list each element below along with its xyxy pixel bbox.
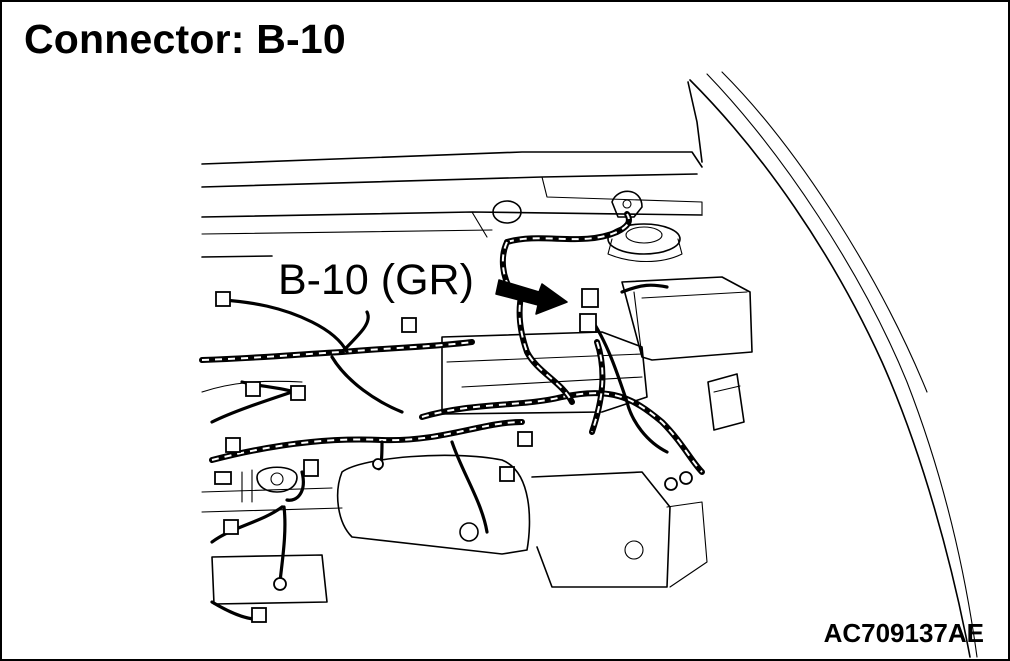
hood-outline <box>687 71 978 658</box>
ground-terminals <box>273 458 693 591</box>
connector-block-icon <box>215 291 231 307</box>
connector-block-icon <box>290 385 306 401</box>
connector-block-icon <box>303 459 319 477</box>
engine-assembly <box>336 331 708 588</box>
pointer-arrow-icon <box>495 279 568 315</box>
connector-block-icon <box>214 471 232 485</box>
connectors <box>214 288 599 623</box>
cowl-panel <box>201 151 703 258</box>
callout-label: B-10 (GR) <box>278 256 474 304</box>
ground-ring-terminal-icon <box>679 471 693 485</box>
connector-block-icon <box>579 313 597 333</box>
connector-block-icon <box>581 288 599 308</box>
connector-block-icon <box>517 431 533 447</box>
connector-block-icon <box>245 381 261 397</box>
connector-block-icon <box>223 519 239 535</box>
connector-block-icon <box>225 437 241 453</box>
connector-block-icon <box>251 607 267 623</box>
lower-bracket <box>201 380 343 605</box>
connector-block-icon <box>499 466 515 482</box>
ground-ring-terminal-icon <box>372 458 384 470</box>
wiring-branches <box>210 283 669 621</box>
ground-ring-terminal-icon <box>273 577 287 591</box>
strut-tower <box>492 190 683 262</box>
connector-block-icon <box>401 317 417 333</box>
diagram-title: Connector: B-10 <box>24 16 346 62</box>
reference-code: AC709137AE <box>823 618 984 648</box>
ground-ring-terminal-icon <box>664 477 678 491</box>
